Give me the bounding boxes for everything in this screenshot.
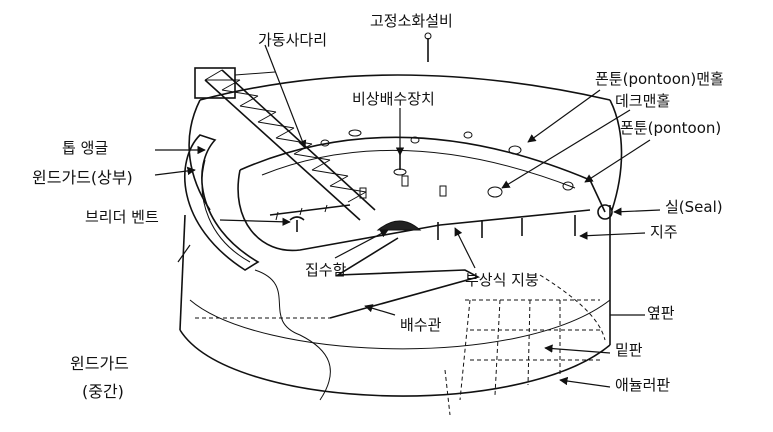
label-bottom-plate: 밑판 [615,341,643,359]
sump-dome [376,220,422,231]
label-wind-girder-middle-sub: (중간) [82,382,124,401]
label-pontoon-manhole: 폰툰(pontoon)맨홀 [595,70,724,88]
pontoon-manholes [320,129,574,199]
label-wind-girder-top: 윈드가드(상부) [32,168,133,187]
label-sump: 집수함 [305,261,347,279]
label-wind-girder-middle: 윈드가드 [70,354,129,373]
hidden-structure [195,274,606,416]
label-seal: 실(Seal) [665,198,723,216]
label-fixed-fire-extinguisher: 고정소화설비 [370,12,453,30]
floating-roof-deck [237,136,606,252]
label-pontoon: 폰툰(pontoon) [620,119,722,137]
support-legs [437,215,576,240]
leader-arrows [154,44,661,388]
rolling-ladder [194,67,376,221]
label-emergency-drain: 비상배수장치 [352,90,435,108]
wind-girder-top [184,134,260,271]
label-breather-vent: 브리더 벤트 [85,208,159,226]
label-deck-manhole: 데크맨홀 [615,92,671,110]
cutaway-line [254,269,331,401]
fire-extinguisher-pipe [424,32,432,62]
label-shell-plate: 옆판 [647,304,675,322]
ladder-track [269,204,351,221]
label-support-leg: 지주 [650,223,678,241]
label-rolling-ladder: 가동사다리 [258,31,328,49]
tank-shell [179,74,623,397]
label-annular-plate: 애뉼러판 [615,376,671,394]
label-floating-roof: 부상식 지붕 [465,271,539,289]
breather-vent [289,216,305,232]
label-drain-pipe: 배수관 [400,316,442,334]
seal [597,204,613,220]
label-top-angle: 톱 앵글 [62,139,109,157]
drain-pipe [329,237,481,319]
